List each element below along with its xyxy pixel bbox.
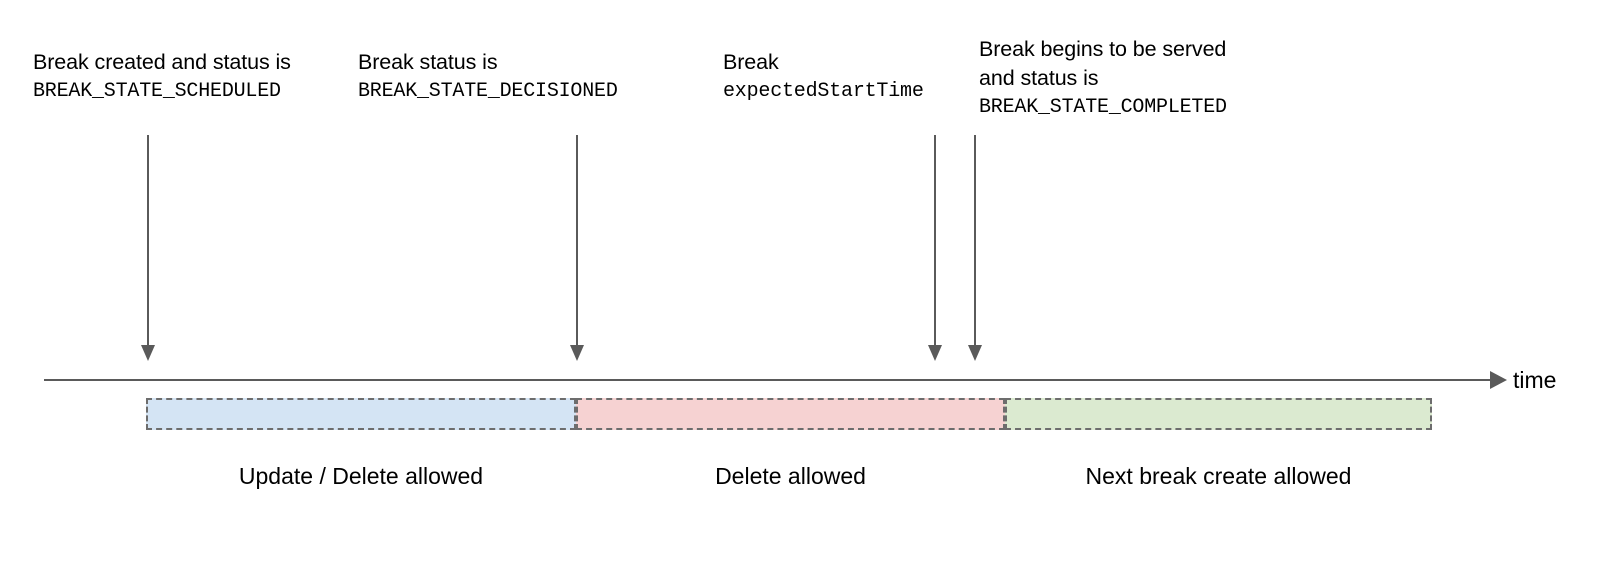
annotation-break-completed: Break begins to be served and status is …: [979, 35, 1227, 122]
phase-segment-update-delete: [146, 398, 576, 430]
annotation-line-code: expectedStartTime: [723, 80, 924, 103]
arrow-shaft: [974, 135, 976, 347]
annotation-line: Break begins to be served: [979, 37, 1227, 61]
phase-caption-next-break-create: Next break create allowed: [1085, 463, 1352, 489]
arrow-head: [141, 345, 155, 361]
phase-caption-delete: Delete allowed: [715, 463, 866, 489]
arrow-shaft: [934, 135, 936, 347]
phase-segment-delete: [576, 398, 1005, 430]
arrow-shaft: [576, 135, 578, 347]
phase-segment-next-break-create: [1005, 398, 1432, 430]
time-axis-arrow-icon: [1490, 371, 1507, 389]
arrow-shaft: [147, 135, 149, 347]
annotation-break-created-scheduled: Break created and status is BREAK_STATE_…: [33, 48, 291, 106]
annotation-break-decisioned: Break status is BREAK_STATE_DECISIONED: [358, 48, 618, 106]
annotation-line: Break created and status is: [33, 50, 291, 74]
annotation-line-code: BREAK_STATE_SCHEDULED: [33, 80, 281, 103]
arrow-head: [928, 345, 942, 361]
time-axis-line: [44, 379, 1500, 381]
annotation-break-expected-start-time: Break expectedStartTime: [723, 48, 924, 106]
time-axis-label: time: [1513, 367, 1557, 393]
arrow-head: [570, 345, 584, 361]
annotation-line-code: BREAK_STATE_COMPLETED: [979, 96, 1227, 119]
arrow-head: [968, 345, 982, 361]
annotation-line-code: BREAK_STATE_DECISIONED: [358, 80, 618, 103]
annotation-line: Break: [723, 50, 779, 74]
phase-caption-update-delete: Update / Delete allowed: [238, 463, 484, 489]
annotation-line: and status is: [979, 66, 1099, 90]
annotation-line: Break status is: [358, 50, 498, 74]
